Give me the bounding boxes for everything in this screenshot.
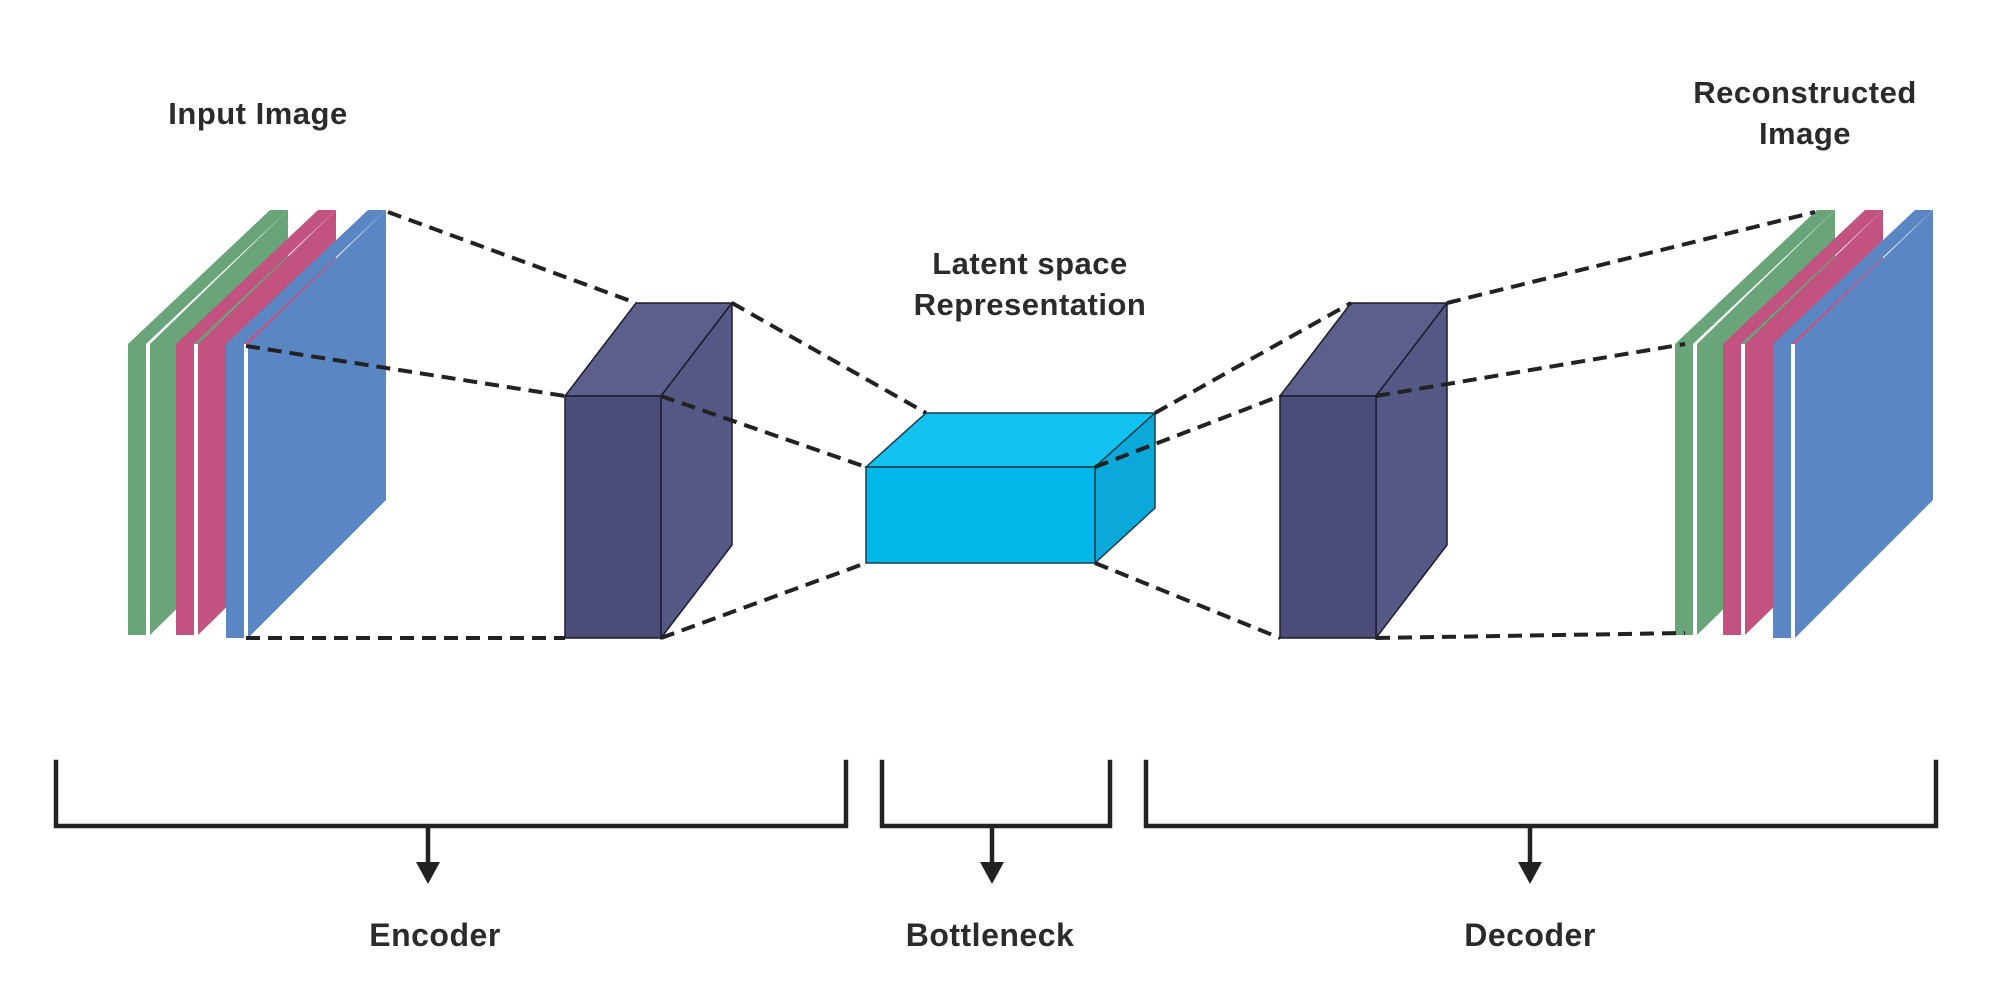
decoder-conv-block <box>1278 300 1449 641</box>
output-channel-blue-slab <box>1795 210 1933 638</box>
output-channel-green-face <box>1675 344 1693 635</box>
section-arrows <box>416 826 1542 884</box>
input-image-label: Input Image <box>128 94 388 135</box>
proj-line <box>1094 394 1281 469</box>
encoder-block-front <box>564 395 662 639</box>
proj-line <box>1446 210 1816 305</box>
input-channel-pink-face <box>176 344 194 635</box>
proj-line <box>1375 631 1686 640</box>
decoder-label-text: Decoder <box>1464 917 1596 953</box>
output-channel-blue-face <box>1773 344 1791 638</box>
output-channel-pink-face <box>1723 344 1741 635</box>
input-image-stack <box>128 210 386 638</box>
latent-block-front <box>865 466 1096 564</box>
input-channel-green <box>128 210 288 344</box>
proj-line <box>1094 561 1281 640</box>
latent-label-line2: Representation <box>913 286 1147 322</box>
reconstructed-label-line2: Image <box>1758 115 1852 151</box>
output-channel-blue <box>1773 210 1933 344</box>
decoder-arrow <box>1518 826 1542 884</box>
output-channel-green <box>1675 210 1835 344</box>
latent-space-label: Latent space Representation <box>880 244 1180 326</box>
bottleneck-label-text: Bottleneck <box>905 917 1075 953</box>
reconstructed-label-line1: Reconstructed <box>1693 75 1917 110</box>
input-channel-blue-slab <box>248 210 386 638</box>
input-channel-blue-face <box>226 344 244 638</box>
decoder-label: Decoder <box>1410 914 1650 956</box>
proj-line <box>660 394 867 469</box>
reconstructed-image-label: Reconstructed Image <box>1655 73 1955 155</box>
latent-label-line1: Latent space <box>932 246 1128 281</box>
projection-lines <box>245 210 1816 640</box>
latent-space-block <box>864 411 1157 565</box>
proj-line <box>1375 342 1686 398</box>
bottleneck-bracket <box>879 759 1113 829</box>
proj-line <box>387 210 637 305</box>
encoder-label-text: Encoder <box>369 917 501 953</box>
bottleneck-label: Bottleneck <box>870 914 1110 956</box>
input-channel-pink <box>176 210 336 344</box>
encoder-bracket <box>53 759 849 829</box>
output-channel-pink <box>1723 210 1883 344</box>
proj-line <box>245 344 566 398</box>
input-channel-green-face <box>128 344 146 635</box>
proj-line <box>731 301 927 415</box>
section-brackets <box>53 759 1939 829</box>
proj-line <box>660 561 867 640</box>
input-channel-blue <box>226 210 386 344</box>
proj-line <box>1154 301 1352 415</box>
bottleneck-arrow <box>980 826 1004 884</box>
decoder-bracket <box>1143 759 1939 829</box>
encoder-arrow <box>416 826 440 884</box>
input-image-label-text: Input Image <box>168 96 348 131</box>
reconstructed-image-stack <box>1675 210 1933 638</box>
decoder-block-front <box>1279 395 1377 639</box>
encoder-conv-block <box>563 300 734 641</box>
encoder-label: Encoder <box>315 914 555 956</box>
